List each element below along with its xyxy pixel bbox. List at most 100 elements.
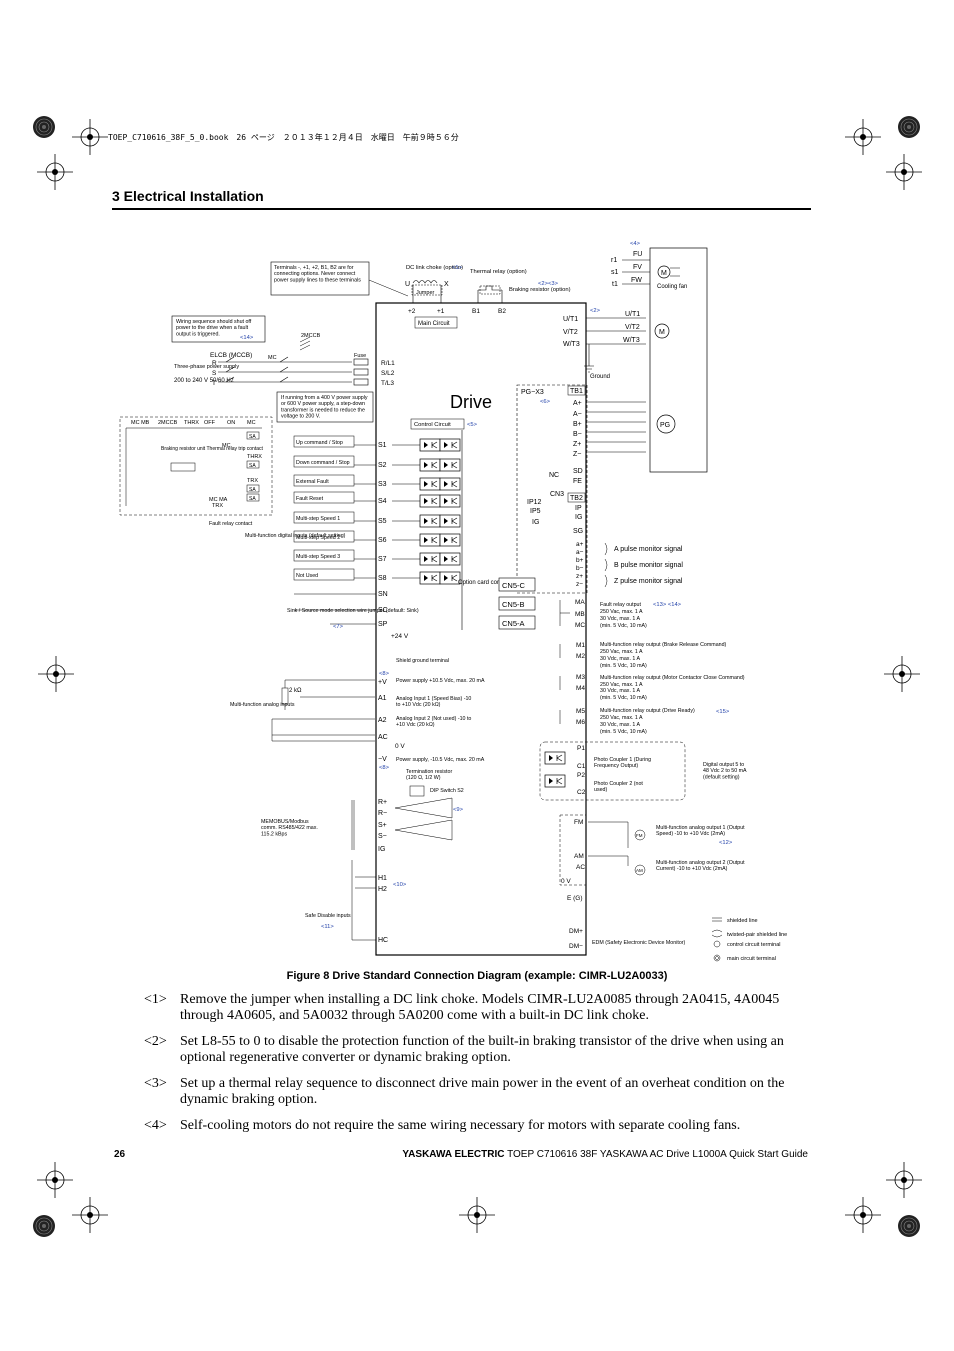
term-plus2: +2 — [408, 308, 416, 315]
zero-v-label: 0 V — [395, 743, 405, 750]
digital-input-box — [293, 455, 355, 468]
note-number: <3> — [144, 1076, 167, 1091]
ref-14: <14> — [240, 335, 254, 341]
opto-coupler-icon — [419, 438, 441, 452]
sa-4: SA — [249, 496, 256, 502]
pg-terminals: A+ A− B+ B− Z+ Z− — [573, 400, 582, 458]
legend-control-terminal: control circuit terminal — [727, 942, 781, 948]
note-number: <4> — [144, 1118, 167, 1133]
in-t: T/L3 — [381, 380, 394, 387]
pg-a-minus: A− — [573, 411, 582, 418]
drive-label: Drive — [450, 392, 492, 412]
digital-input-terminal: S6 — [378, 537, 387, 544]
phase-r: R — [212, 360, 217, 367]
digital-input-label: Not Used — [296, 573, 318, 579]
ref-2: <2> — [590, 308, 601, 314]
pulse-z-plus: z+ — [576, 573, 583, 580]
eg-label: E (G) — [567, 895, 583, 902]
digital-input-box — [293, 491, 355, 504]
comm-r-minus: R− — [378, 810, 387, 817]
seq-thrx: THRX — [184, 420, 199, 426]
seq-mc: MC — [247, 420, 256, 426]
phase-s: S — [212, 370, 217, 377]
ac-label: AC — [378, 734, 388, 741]
fan-s1: s1 — [611, 269, 619, 276]
relay-spec2: 250 Vac, max. 1 A 30 Vdc, max. 1 A (min.… — [600, 682, 647, 701]
ref-12: <12> — [719, 840, 733, 846]
dm-plus-label: DM+ — [569, 928, 583, 935]
zero-v2-label: 0 V — [561, 878, 571, 885]
digital-input-terminal: S4 — [378, 498, 387, 505]
fan-terminals: FU FV FW r1 s1 t1 — [611, 251, 642, 288]
ref-11: <11> — [321, 924, 334, 930]
thermal-relay-label: Thermal relay (option) — [470, 269, 527, 275]
digital-input-box — [293, 568, 355, 581]
comm-terminals: R+ R− S+ S− IG — [378, 799, 387, 853]
pg-label: PG — [660, 422, 670, 429]
fan-fw: FW — [631, 277, 642, 284]
ref-2-3: <2><3> — [538, 281, 559, 287]
ip-label: IP — [575, 505, 582, 512]
digital-input-terminal: S7 — [378, 556, 387, 563]
seq-on: ON — [227, 420, 235, 426]
digital-input-label: Up command / Stop — [296, 440, 343, 446]
sd-label: SD — [573, 468, 583, 475]
mc-label: MC — [268, 355, 277, 361]
a2-label: A2 — [378, 717, 387, 724]
opto-coupler-icon — [439, 458, 461, 472]
page-number: 26 — [114, 1149, 126, 1160]
opto-coupler-icon — [439, 438, 461, 452]
m5-label: M5 — [576, 708, 585, 715]
m6-label: M6 — [576, 719, 585, 726]
pulse-terminals: a+ a− b+ b− z+ z− — [576, 541, 584, 588]
opto-coupler-icon — [439, 514, 461, 528]
footer-doc: YASKAWA ELECTRIC TOEP C710616 38F YASKAW… — [402, 1149, 808, 1160]
ref-7: <7> — [333, 624, 344, 630]
fm-meter-icon — [634, 829, 646, 841]
motor-u: U/T1 — [625, 311, 640, 318]
fan-r1: r1 — [611, 257, 617, 264]
opto-coupler-icon — [439, 552, 461, 566]
fuse-label: Fuse — [354, 353, 366, 359]
note-item: <3> Set up a thermal relay sequence to di… — [144, 1076, 810, 1108]
ref-9: <9> — [453, 807, 464, 813]
fe-label: FE — [573, 478, 582, 485]
legend-shielded: shielded line — [727, 918, 758, 924]
term-b1: B1 — [472, 308, 480, 315]
note-text: Self-cooling motors do not require the s… — [180, 1118, 741, 1133]
sg-label: SG — [573, 528, 583, 535]
ref-4: <4> — [630, 241, 641, 247]
note-number: <1> — [144, 992, 167, 1007]
m2-label: M2 — [576, 653, 585, 660]
fan-fv: FV — [633, 264, 642, 271]
ref-8-b: <8> — [379, 765, 390, 771]
pulse-b-minus: b− — [576, 565, 584, 572]
note-item: <4> Self-cooling motors do not require th… — [144, 1118, 810, 1134]
braking-trip-label: Braking resistor unit Thermal relay trip… — [161, 446, 264, 452]
seq-mc-mb: MC MB — [131, 420, 150, 426]
footer-brand: YASKAWA ELECTRIC — [402, 1149, 505, 1160]
input-terminals: R/L1 S/L2 T/L3 — [381, 360, 395, 387]
opto-coupler-icon — [439, 533, 461, 547]
pg-icon — [656, 414, 676, 434]
safe-disable-label: Safe Disable inputs — [305, 913, 351, 919]
ip12-label: IP12 — [527, 499, 542, 506]
minusv-label: −V — [378, 756, 387, 763]
seq-off: OFF — [204, 420, 216, 426]
fan-fu: FU — [633, 251, 642, 258]
fault-relay-terminals: MA MB MC — [575, 599, 585, 629]
two-k-label: 2 kΩ — [289, 688, 302, 694]
choke-x: X — [444, 281, 449, 288]
h2-label: H2 — [378, 886, 387, 893]
control-circuit-label: Control Circuit — [414, 422, 451, 428]
jumper-label: Jumper — [416, 290, 435, 296]
digital-input-terminal: S3 — [378, 481, 387, 488]
digital-input-label: Fault Reset — [296, 496, 324, 502]
output-terminals: U/T1 V/T2 W/T3 U/T1 V/T2 W/T3 — [563, 311, 640, 348]
digital-input-box — [293, 511, 355, 524]
seq-2mccb: 2MCCB — [158, 420, 178, 426]
note-text: Set up a thermal relay sequence to disco… — [180, 1076, 785, 1107]
